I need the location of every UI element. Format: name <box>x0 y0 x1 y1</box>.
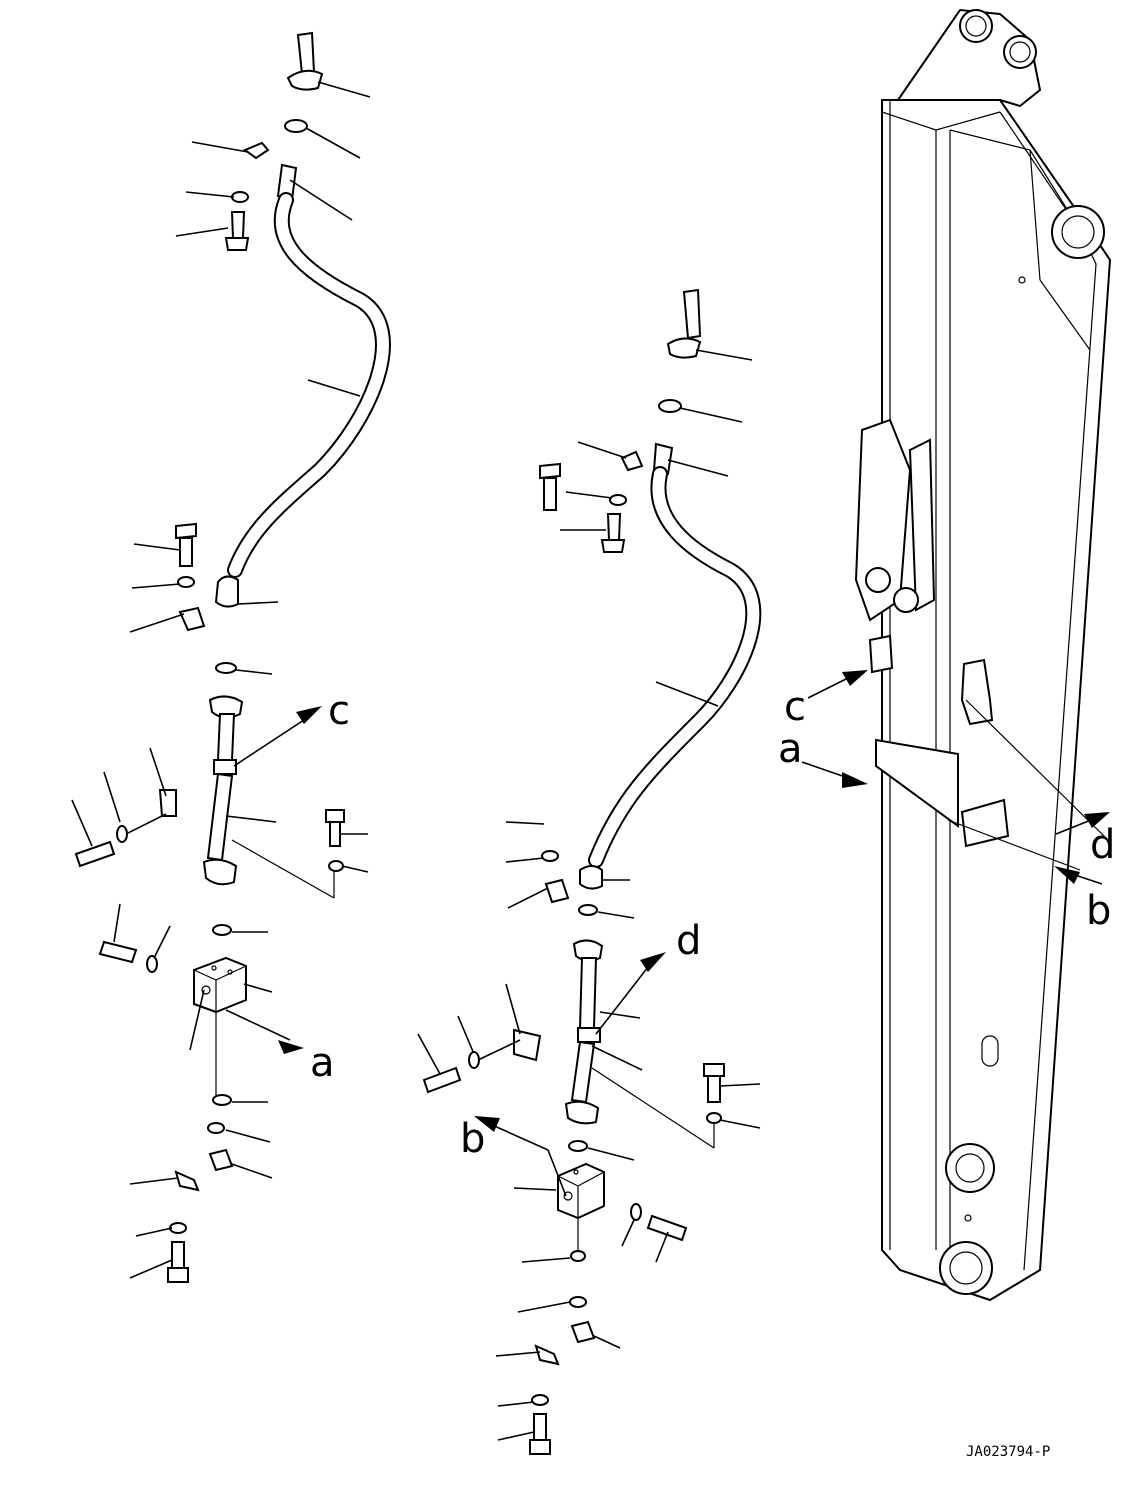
callout-a-right: a <box>778 726 803 772</box>
arrow-b-left <box>474 1116 500 1132</box>
right-o-ring-2 <box>578 904 598 916</box>
right-main-hose <box>579 442 762 890</box>
callout-d-left: d <box>676 918 701 964</box>
arrow-a-right <box>842 772 868 788</box>
arrow-d-right <box>1084 812 1110 828</box>
right-clamp-top <box>560 441 644 553</box>
left-clamp-top <box>175 141 270 251</box>
left-o-ring-2 <box>215 662 237 674</box>
right-bracket-set <box>417 983 761 1129</box>
right-o-ring-3 <box>568 1140 588 1152</box>
left-washer <box>207 1122 225 1134</box>
callout-c-right: c <box>784 684 806 730</box>
left-valve-block <box>98 903 304 1096</box>
right-tube <box>564 939 715 1149</box>
callout-b-right: b <box>1086 888 1111 934</box>
left-bracket-set <box>71 747 369 873</box>
arrow-a-left <box>278 1040 304 1054</box>
callout-c-left: c <box>328 688 350 734</box>
left-upper-pipe <box>286 31 371 98</box>
right-bolt-near-fitting <box>540 464 560 478</box>
callout-a-left: a <box>310 1040 335 1086</box>
right-bolt-set-bottom <box>495 1344 560 1455</box>
left-o-ring-1 <box>284 119 308 133</box>
callout-b-left: b <box>460 1116 485 1162</box>
right-o-ring-4 <box>570 1250 586 1262</box>
drawing-code: JA023794-P <box>966 1444 1050 1460</box>
arrow-c-right <box>842 670 868 686</box>
left-hose-assembly <box>71 31 391 1283</box>
left-tube <box>202 695 335 899</box>
right-hose-assembly <box>417 288 762 1455</box>
right-valve-block <box>474 1116 688 1263</box>
arrow-c-left <box>296 706 322 724</box>
excavator-arm <box>801 8 1112 1302</box>
left-o-ring-3 <box>212 924 232 936</box>
left-bolt-set-bottom <box>129 1170 200 1283</box>
left-clamp-lower <box>208 1148 234 1172</box>
right-o-ring-1 <box>658 399 682 413</box>
callout-d-right: d <box>1090 822 1115 868</box>
left-main-hose <box>214 163 391 608</box>
left-bolt-set-mid <box>129 522 206 633</box>
right-clamp-lower <box>570 1320 596 1344</box>
right-washer <box>569 1296 587 1308</box>
arrow-d-left <box>640 952 666 972</box>
left-o-ring-4 <box>212 1094 232 1106</box>
right-upper-pipe <box>666 288 753 361</box>
right-bolt-set-mid <box>505 462 570 909</box>
arrow-b-right <box>1054 866 1080 884</box>
